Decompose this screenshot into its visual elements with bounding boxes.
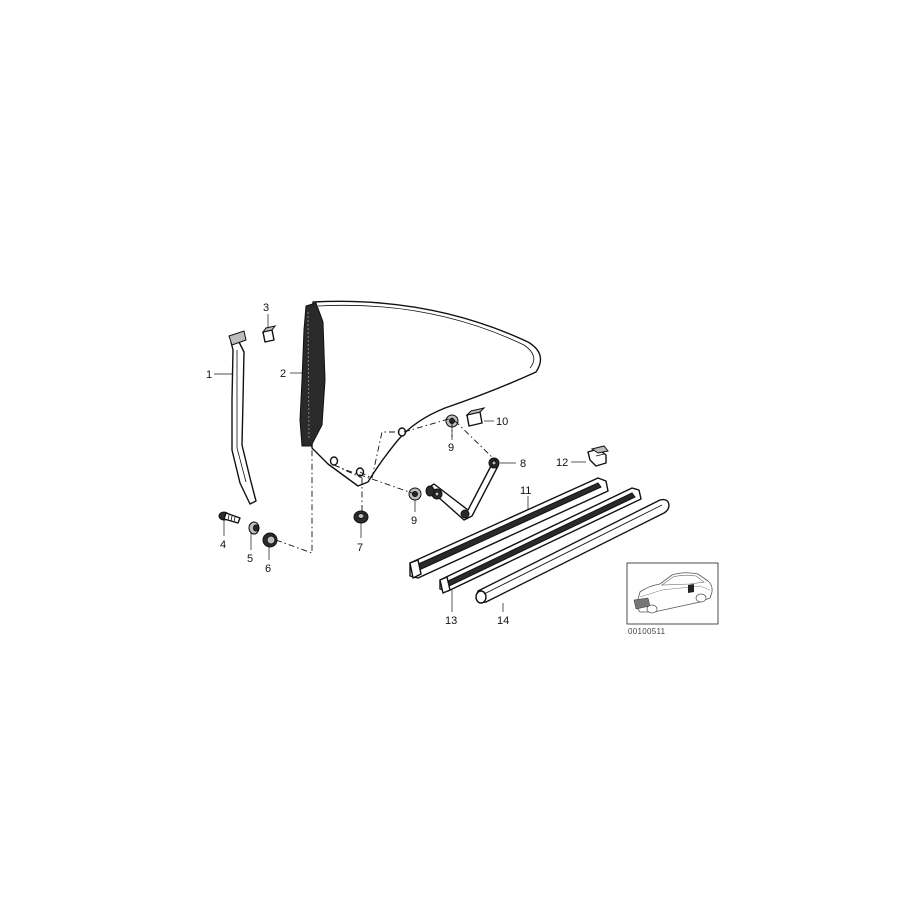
callout-3: 3 bbox=[263, 302, 269, 314]
callout-8: 8 bbox=[520, 458, 526, 470]
callout-7: 7 bbox=[357, 542, 363, 554]
part-10-clip[interactable] bbox=[465, 407, 486, 427]
part-11-channel[interactable] bbox=[409, 477, 609, 579]
callout-5: 5 bbox=[247, 553, 253, 565]
callout-11: 11 bbox=[520, 485, 531, 497]
callout-13: 13 bbox=[445, 615, 457, 627]
part-8-hinge-linkage[interactable] bbox=[425, 457, 500, 521]
callout-4: 4 bbox=[220, 539, 226, 551]
part-3-clip[interactable] bbox=[261, 325, 277, 343]
callout-9-upper: 9 bbox=[448, 442, 454, 454]
part-4-screw[interactable] bbox=[218, 511, 241, 524]
part-13-channel[interactable] bbox=[439, 487, 642, 594]
leader-lines bbox=[214, 314, 586, 612]
callout-labels: 1 2 3 4 5 6 7 8 9 9 10 11 12 13 14 bbox=[206, 302, 568, 627]
part-12-retaining-clip[interactable] bbox=[587, 445, 609, 467]
part-5-bushing[interactable] bbox=[248, 521, 260, 535]
car-silhouette-icon bbox=[633, 572, 713, 614]
part-14-seal-strip[interactable] bbox=[475, 498, 670, 604]
callout-2: 2 bbox=[280, 368, 286, 380]
callout-14: 14 bbox=[497, 615, 509, 627]
callout-1: 1 bbox=[206, 369, 212, 381]
callout-10: 10 bbox=[496, 416, 508, 428]
part-2-quarter-glass[interactable] bbox=[299, 300, 542, 487]
callout-9-lower: 9 bbox=[411, 515, 417, 527]
callout-12: 12 bbox=[556, 457, 568, 469]
vehicle-thumbnail: 00100511 bbox=[626, 562, 719, 636]
part-6-grommet[interactable] bbox=[262, 532, 278, 548]
part-7-nut[interactable] bbox=[353, 510, 369, 524]
part-1-guide-rail[interactable] bbox=[228, 330, 257, 505]
reference-code: 00100511 bbox=[628, 627, 666, 636]
callout-6: 6 bbox=[265, 563, 271, 575]
assembly-lines bbox=[275, 417, 497, 554]
